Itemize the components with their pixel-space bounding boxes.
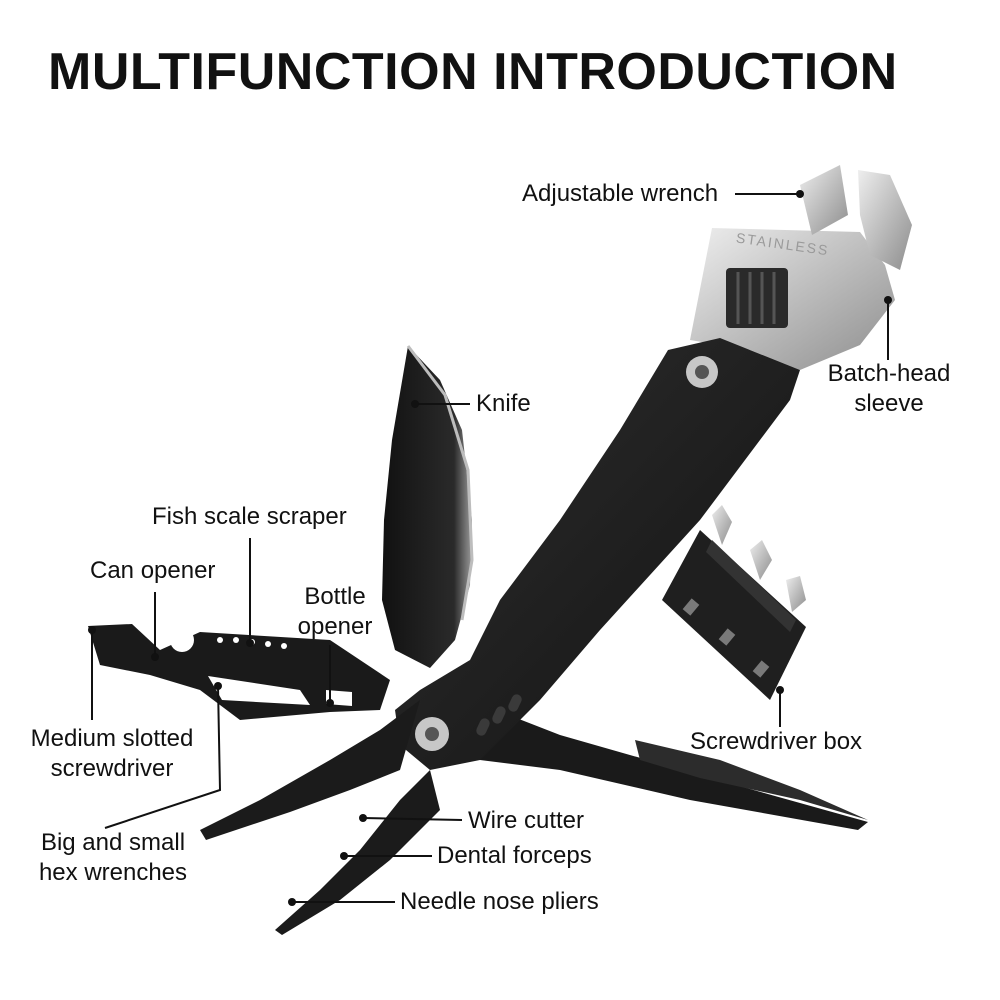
label-wire-cutter: Wire cutter [468,807,585,834]
label-screwdriver-box: Screwdriver box [690,728,863,755]
label-dental-forceps: Dental forceps [437,842,592,869]
label-medium-slotted-screwdriver: Medium slotted screwdriver [30,725,194,782]
label-can-opener: Can opener [90,557,216,584]
lower-handle [470,700,868,830]
pliers-lower-jaw [275,770,440,935]
label-fish-scale-scraper: Fish scale scraper [152,503,347,530]
adjustable-wrench: STAINLESS [690,165,912,370]
knife-blade [382,346,472,668]
lower-handle-grip [635,740,868,820]
label-bottle-opener: Bottle opener [297,583,373,640]
pliers-upper-jaw [200,700,420,840]
label-adjustable-wrench: Adjustable wrench [522,180,719,207]
label-big-small-hex-wrenches: Big and small hex wrenches [38,829,188,886]
main-body [395,338,800,770]
label-batch-head-sleeve: Batch-head sleeve [827,360,951,417]
screwdriver-box [662,505,806,700]
scraper-arm [88,624,390,720]
label-needle-nose-pliers: Needle nose pliers [400,888,599,915]
page-title: MULTIFUNCTION INTRODUCTION [48,43,898,101]
label-knife: Knife [476,390,531,417]
